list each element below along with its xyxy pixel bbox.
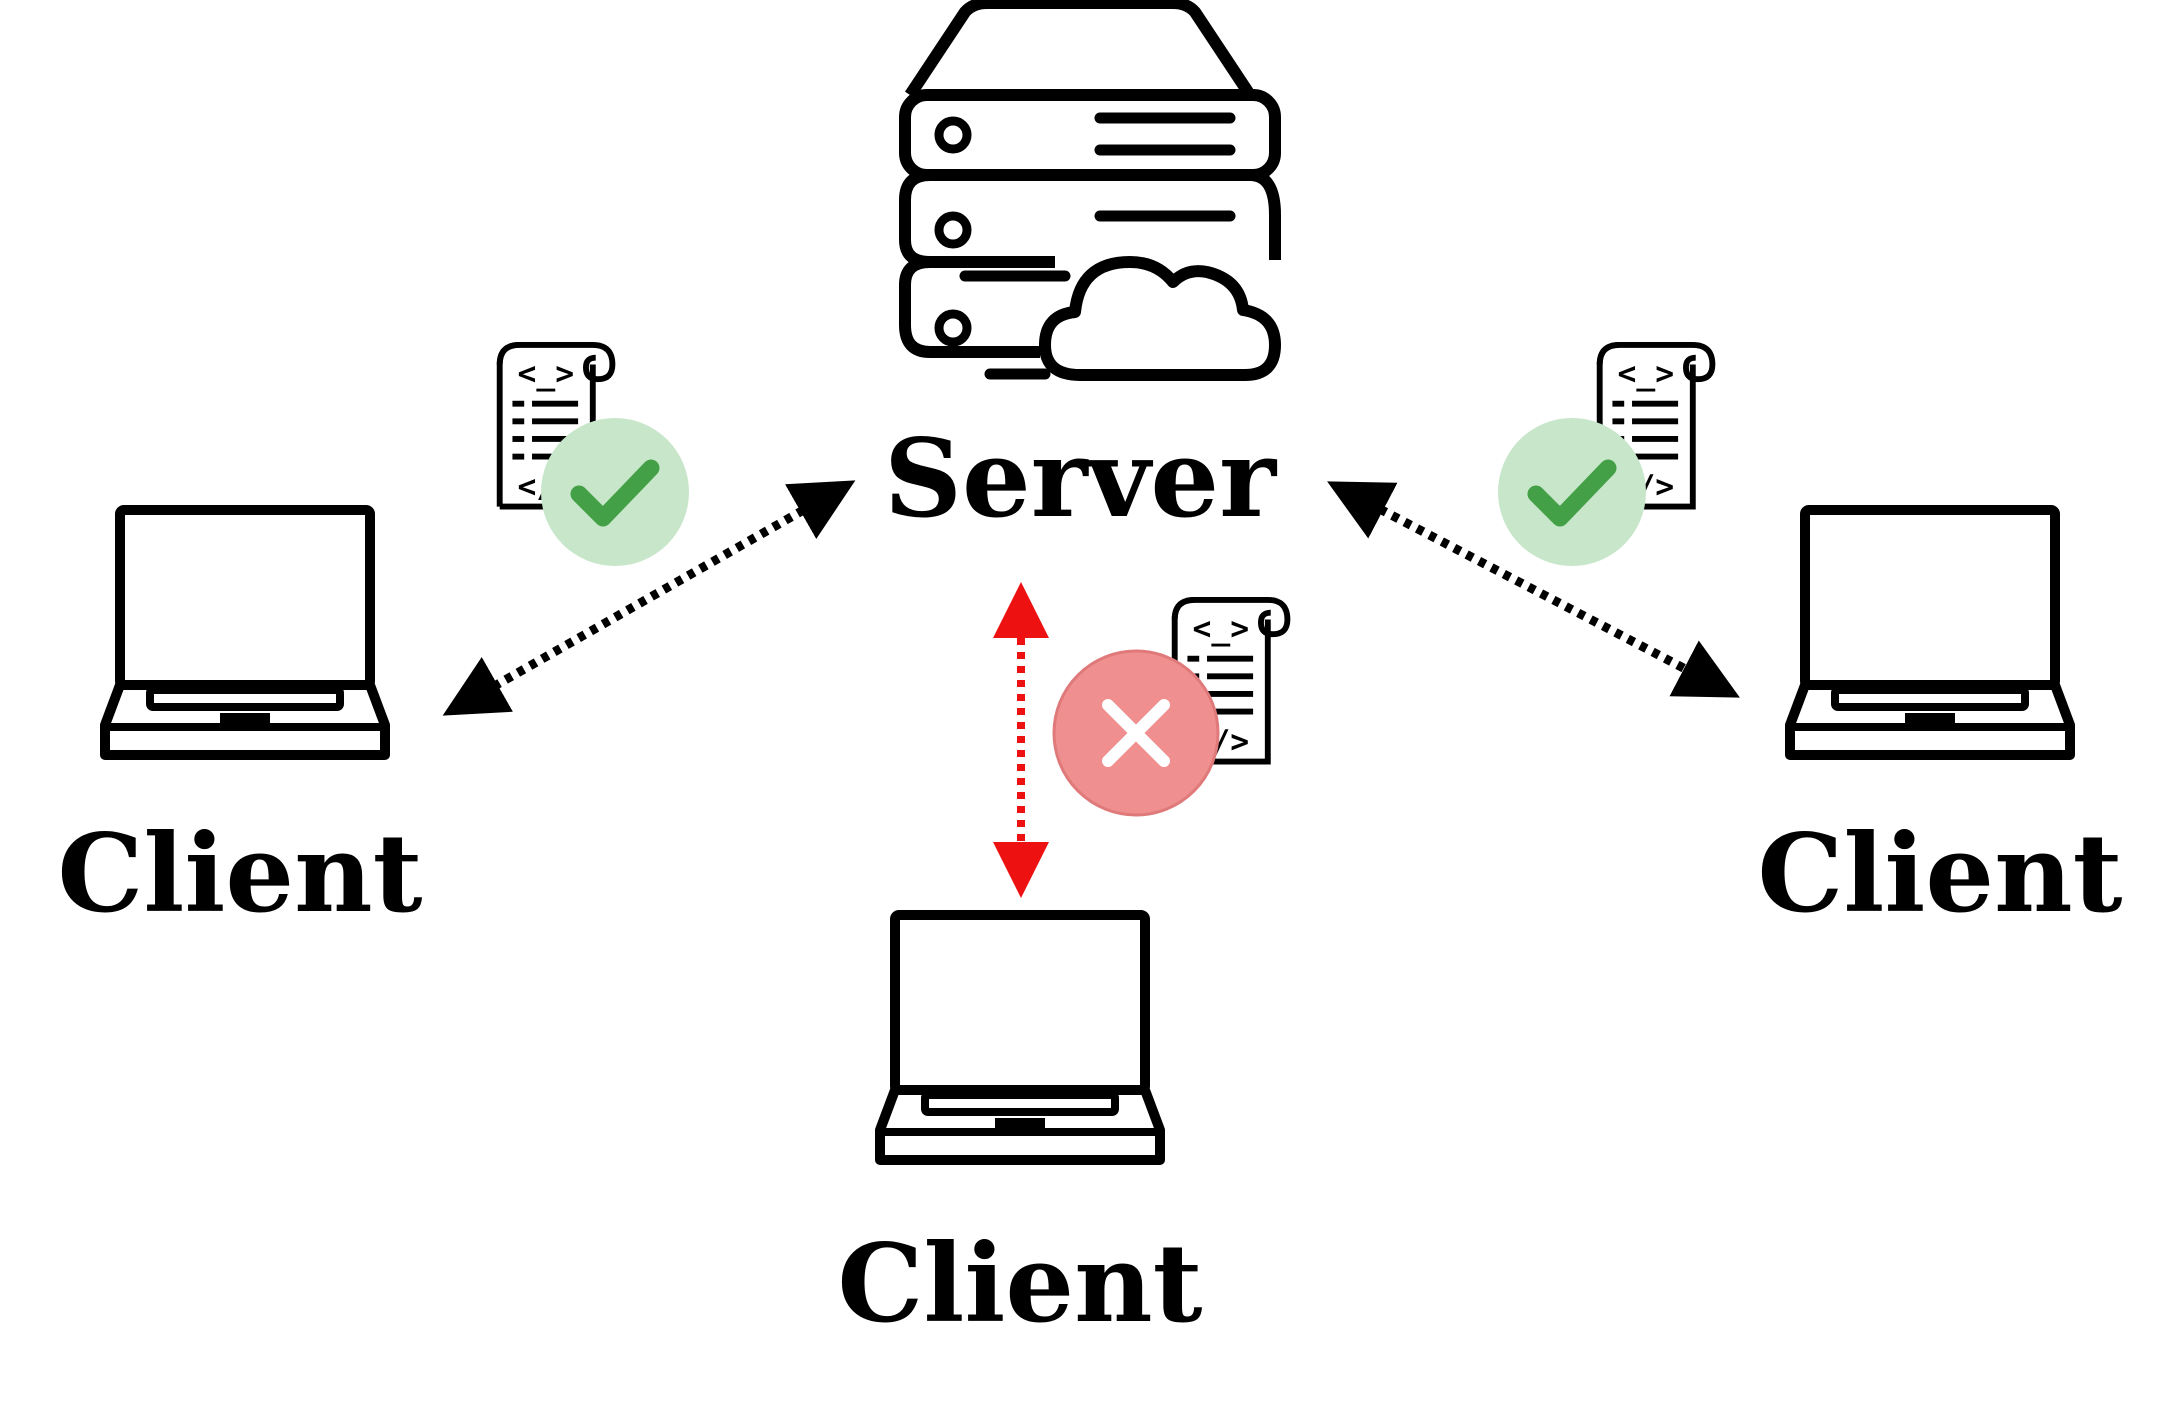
check-circle-icon — [1498, 418, 1646, 566]
x-circle-icon — [1052, 649, 1220, 817]
client-bottom-label: Client — [837, 1221, 1203, 1347]
laptop-icon — [880, 915, 1160, 1160]
link-server-client-right — [1327, 481, 1740, 698]
server-cloud-icon — [899, 0, 1281, 381]
laptop-icon — [105, 510, 385, 755]
laptop-icon — [1790, 510, 2070, 755]
client-left-label: Client — [57, 811, 423, 937]
check-circle-icon — [541, 418, 689, 566]
server-label: Server — [884, 416, 1276, 542]
client-right-label: Client — [1757, 811, 2123, 937]
